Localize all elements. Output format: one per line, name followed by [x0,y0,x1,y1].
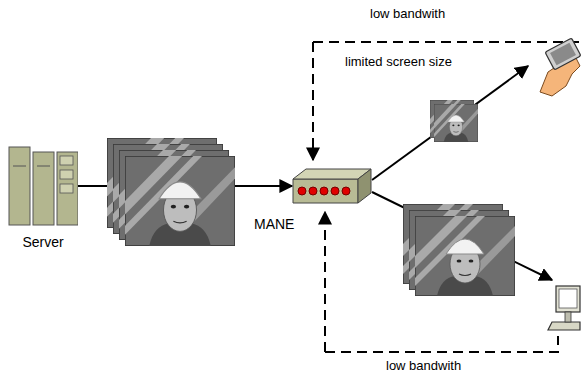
node-label: MANE [254,216,294,232]
video-frames-small [430,100,478,142]
video-frames-input [107,138,235,246]
node-label: Server [22,234,63,250]
server-shape [8,146,78,226]
server-icon: Server [8,146,78,226]
bandwidth-label: low bandwith [386,358,461,373]
mane-shape [292,168,372,204]
laptop-device [548,286,580,330]
bandwidth-label: low bandwith [370,6,445,21]
constraint-label: limited screen size [345,54,452,69]
video-frames-large [403,204,515,296]
handheld-device [540,38,581,96]
mane-device: MANE [292,168,372,204]
